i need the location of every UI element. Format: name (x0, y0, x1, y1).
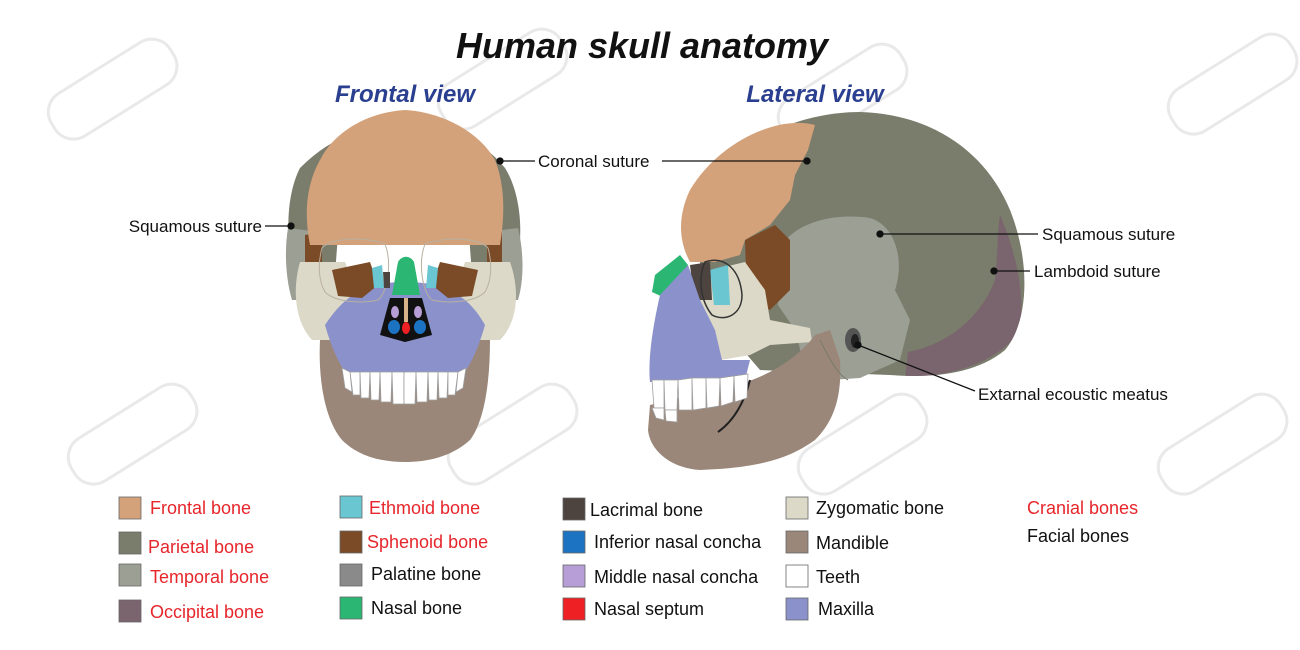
legend-label: Mandible (816, 533, 889, 553)
legend-label: Temporal bone (150, 567, 269, 587)
label-coronal-suture: Coronal suture (538, 152, 650, 171)
frontal-lacrimal (383, 272, 390, 288)
legend-swatch (785, 564, 809, 588)
legend-key-facial: Facial bones (1027, 526, 1129, 546)
watermark-logo (1156, 392, 1289, 496)
legend-label: Nasal bone (371, 598, 462, 618)
frontal-orbit (421, 238, 492, 303)
frontal-nasal-bone (392, 256, 420, 295)
legend-swatch (562, 564, 586, 588)
frontal-teeth (341, 367, 467, 405)
legend-label: Inferior nasal concha (594, 532, 762, 552)
lateral-skull (648, 112, 1025, 470)
frontal-frontal-bone (306, 110, 504, 245)
legend-label: Sphenoid bone (367, 532, 488, 552)
lateral-ethmoid (710, 265, 730, 305)
watermark-logo (66, 382, 199, 486)
lateral-occipital (905, 215, 1022, 378)
label-lambdoid-suture: Lambdoid suture (1034, 262, 1161, 281)
label-external-acoustic-meatus: Extarnal ecoustic meatus (978, 385, 1168, 404)
frontal-sphenoid-orbit (332, 262, 378, 298)
frontal-septum (402, 322, 410, 334)
frontal-ethmoid (426, 265, 438, 288)
frontal-inferior-concha (388, 320, 400, 334)
watermark-group (46, 27, 1299, 496)
legend-swatch (118, 599, 142, 623)
label-squamous-suture-lateral: Squamous suture (1042, 225, 1175, 244)
legend-swatch (562, 497, 586, 521)
leader-lines (265, 157, 1038, 392)
frontal-nasal-septum (404, 298, 408, 322)
legend-swatch (118, 563, 142, 587)
frontal-skull (285, 110, 523, 462)
legend-swatch (339, 530, 363, 554)
legend-swatch (562, 597, 586, 621)
legend-label: Nasal septum (594, 599, 704, 619)
watermark-logo (1166, 32, 1299, 136)
legend-label: Parietal bone (148, 537, 254, 557)
legend-swatch (562, 530, 586, 554)
label-squamous-suture-frontal: Squamous suture (129, 217, 262, 236)
legend-swatch (118, 496, 142, 520)
legend-swatch (785, 597, 809, 621)
legend-label: Palatine bone (371, 564, 481, 584)
legend-label: Maxilla (818, 599, 875, 619)
legend: Frontal bone Parietal bone Temporal bone… (118, 495, 1138, 623)
frontal-middle-concha (414, 306, 422, 318)
lateral-frontal (681, 122, 815, 262)
lateral-mandible-line (717, 379, 751, 433)
legend-swatch (785, 530, 809, 554)
legend-label: Occipital bone (150, 602, 264, 622)
frontal-view-caption: Frontal view (335, 81, 476, 108)
frontal-middle-concha (391, 306, 399, 318)
legend-label: Lacrimal bone (590, 500, 703, 520)
legend-key-cranial: Cranial bones (1027, 498, 1138, 518)
page-title: Human skull anatomy (456, 25, 830, 66)
frontal-ethmoid (372, 265, 384, 288)
legend-label: Ethmoid bone (369, 498, 480, 518)
legend-label: Frontal bone (150, 498, 251, 518)
watermark-logo (436, 27, 569, 131)
lateral-view-caption: Lateral view (746, 81, 885, 108)
legend-label: Teeth (816, 567, 860, 587)
watermark-logo (46, 37, 179, 141)
legend-swatch (339, 495, 363, 519)
legend-label: Middle nasal concha (594, 567, 759, 587)
lateral-nasal-bone (652, 255, 688, 298)
legend-swatch (785, 496, 809, 520)
frontal-inferior-concha (414, 320, 426, 334)
legend-swatch (339, 596, 363, 620)
lateral-mastoid (819, 339, 849, 381)
frontal-orbit (318, 238, 389, 303)
legend-swatch (339, 563, 363, 587)
legend-label: Zygomatic bone (816, 498, 944, 518)
watermark-logo (446, 382, 579, 486)
frontal-sphenoid-orbit (432, 262, 478, 298)
lateral-maxilla (649, 265, 750, 382)
lateral-orbit (700, 259, 743, 319)
watermark-logo (796, 392, 929, 496)
lateral-teeth (651, 373, 749, 423)
legend-swatch (118, 531, 142, 555)
